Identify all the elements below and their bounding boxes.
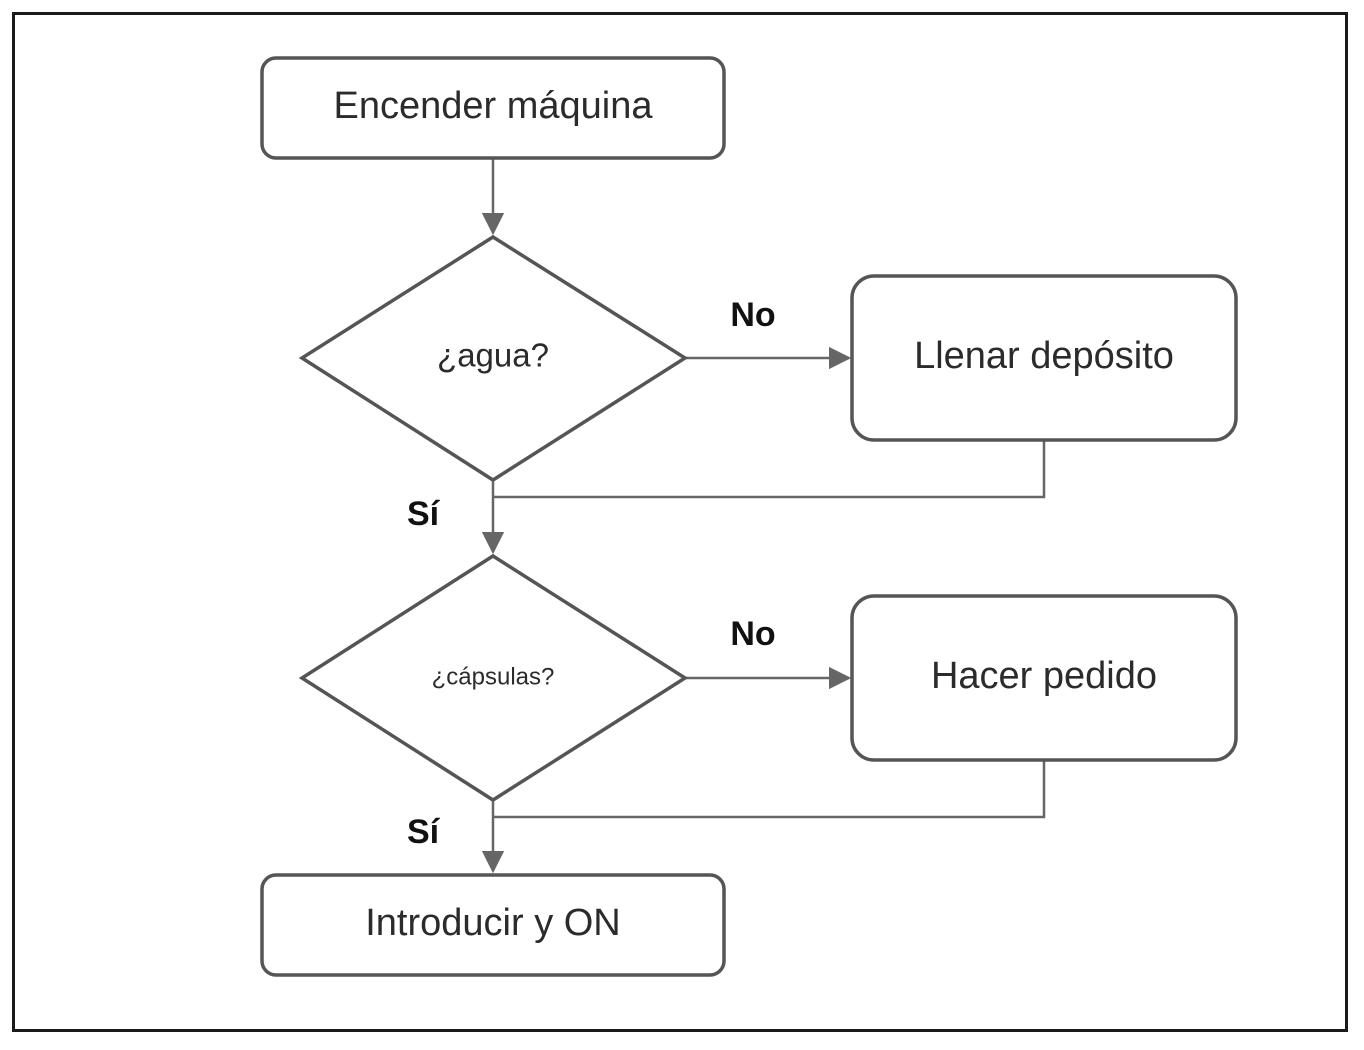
- node-insert-label: Introducir y ON: [365, 902, 621, 944]
- node-insert-box: [260, 873, 726, 977]
- node-decision-capsules-shape: [298, 553, 689, 803]
- edge-order-return: [493, 760, 1046, 819]
- edge-label-water-yes: Sí: [407, 495, 441, 533]
- edge-label-capsules-yes: Sí: [407, 813, 441, 851]
- edge-fill-return: [493, 440, 1046, 499]
- node-order-label: Hacer pedido: [931, 655, 1157, 697]
- node-start-box: [260, 56, 726, 160]
- node-start-label: Encender máquina: [334, 85, 654, 127]
- diagram-frame: [12, 12, 1348, 1032]
- node-order-box: [850, 594, 1238, 762]
- node-decision-water-shape: [298, 234, 689, 483]
- node-fill-tank-label: Llenar depósito: [914, 335, 1174, 377]
- node-fill-tank-box: [850, 274, 1238, 442]
- edge-label-capsules-no: No: [730, 615, 775, 653]
- edge-label-water-no: No: [730, 296, 775, 334]
- node-decision-water-label: ¿agua?: [437, 337, 549, 374]
- node-decision-capsules-label: ¿cápsulas?: [432, 663, 555, 690]
